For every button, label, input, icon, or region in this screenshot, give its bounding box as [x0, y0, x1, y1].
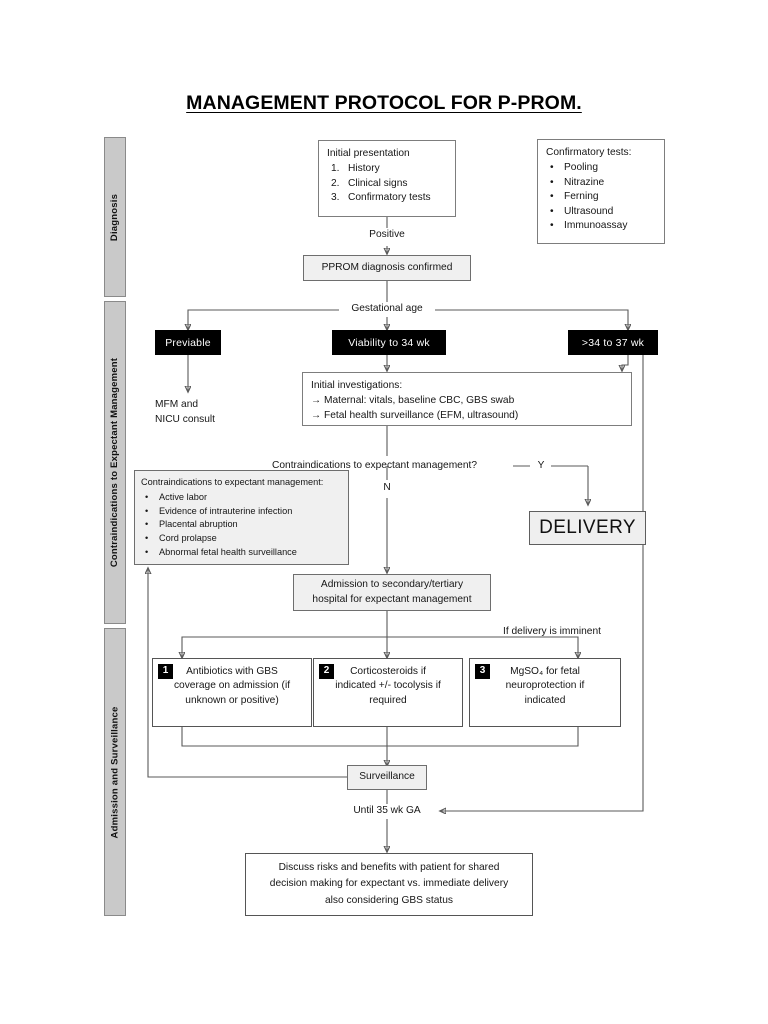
arrow-right-icon: →	[311, 395, 322, 407]
action-box-corticosteroids: 2 Corticosteroids if indicated +/- tocol…	[313, 658, 463, 727]
list-item: • Evidence of intrauterine infection	[145, 505, 342, 519]
list-item: • Pooling	[550, 161, 656, 175]
arrow-right-icon: →	[311, 409, 322, 421]
initial-presentation-heading: Initial presentation	[327, 148, 410, 159]
surveillance-box: Surveillance	[347, 765, 427, 790]
bullet-icon: •	[550, 191, 554, 203]
imminent-label: If delivery is imminent	[503, 626, 601, 637]
positive-label: Positive	[369, 229, 405, 240]
section-bar-admission: Admission and Surveillance	[104, 628, 126, 916]
page-title: MANAGEMENT PROTOCOL FOR P-PROM.	[186, 92, 582, 114]
decision-no-label: N	[383, 482, 391, 493]
action-number-1: 1	[158, 664, 173, 679]
ga-branch-previable: Previable	[155, 330, 221, 355]
pprom-confirmed-box: PPROM diagnosis confirmed	[303, 255, 471, 281]
bullet-icon: •	[145, 533, 149, 544]
initial-investigations-box: Initial investigations: → Maternal: vita…	[302, 372, 632, 426]
delivery-box: DELIVERY	[529, 511, 646, 545]
bullet-icon: •	[550, 162, 554, 174]
until-35wk-label: Until 35 wk GA	[337, 804, 437, 819]
contraindications-list-box: Contraindications to expectant managemen…	[134, 470, 349, 565]
list-item: 3. Confirmatory tests	[331, 192, 431, 204]
bullet-icon: •	[145, 519, 149, 530]
list-item: • Immunoassay	[550, 219, 656, 233]
section-bar-diagnosis: Diagnosis	[104, 137, 126, 297]
decision-yes-label: Y	[537, 460, 545, 471]
bullet-icon: •	[145, 505, 149, 516]
initial-investigations-heading: Initial investigations:	[311, 380, 403, 391]
list-item: → Fetal health surveillance (EFM, ultras…	[311, 409, 623, 423]
initial-presentation-box: Initial presentation 1. History 2. Clini…	[318, 140, 456, 217]
action-box-antibiotics: 1 Antibiotics with GBS coverage on admis…	[152, 658, 312, 727]
list-item: • Nitrazine	[550, 176, 656, 190]
action-number-3: 3	[475, 664, 490, 679]
list-item: 2. Clinical signs	[331, 177, 408, 189]
ga-branch-34-to-37: >34 to 37 wk	[568, 330, 658, 355]
action-number-2: 2	[319, 664, 334, 679]
gestational-age-label: Gestational age	[339, 302, 435, 317]
list-item: • Active labor	[145, 491, 342, 505]
confirmatory-tests-box: Confirmatory tests: • Pooling • Nitrazin…	[537, 139, 665, 244]
ga-branch-viability-to-34: Viability to 34 wk	[332, 330, 446, 355]
bullet-icon: •	[145, 491, 149, 502]
admission-box: Admission to secondary/tertiary hospital…	[293, 574, 491, 611]
decision-question-label: Contraindications to expectant managemen…	[272, 460, 478, 471]
section-bar-contraindications: Contraindications to Expectant Managemen…	[104, 301, 126, 624]
list-item: → Maternal: vitals, baseline CBC, GBS sw…	[311, 394, 623, 408]
action-box-magnesium-sulfate: 3 MgSO₄ for fetal neuroprotection if ind…	[469, 658, 621, 727]
shared-decision-box: Discuss risks and benefits with patient …	[245, 853, 533, 916]
list-item: • Ultrasound	[550, 205, 656, 219]
section-label-diagnosis: Diagnosis	[109, 193, 121, 241]
bullet-icon: •	[550, 205, 554, 217]
bullet-icon: •	[550, 220, 554, 232]
list-item: • Placental abruption	[145, 518, 342, 532]
mfm-nicu-consult-label: MFM and NICU consult	[155, 399, 216, 425]
confirmatory-tests-heading: Confirmatory tests:	[546, 147, 632, 158]
bullet-icon: •	[145, 546, 149, 557]
bullet-icon: •	[550, 176, 554, 188]
contraindications-heading: Contraindications to expectant managemen…	[141, 477, 324, 487]
list-item: • Abnormal fetal health surveillance	[145, 546, 342, 560]
list-item: • Ferning	[550, 190, 656, 204]
section-label-admission: Admission and Surveillance	[109, 706, 121, 838]
list-item: • Cord prolapse	[145, 532, 342, 546]
section-label-contraindications: Contraindications to Expectant Managemen…	[109, 357, 121, 568]
list-item: 1. History	[331, 163, 380, 175]
